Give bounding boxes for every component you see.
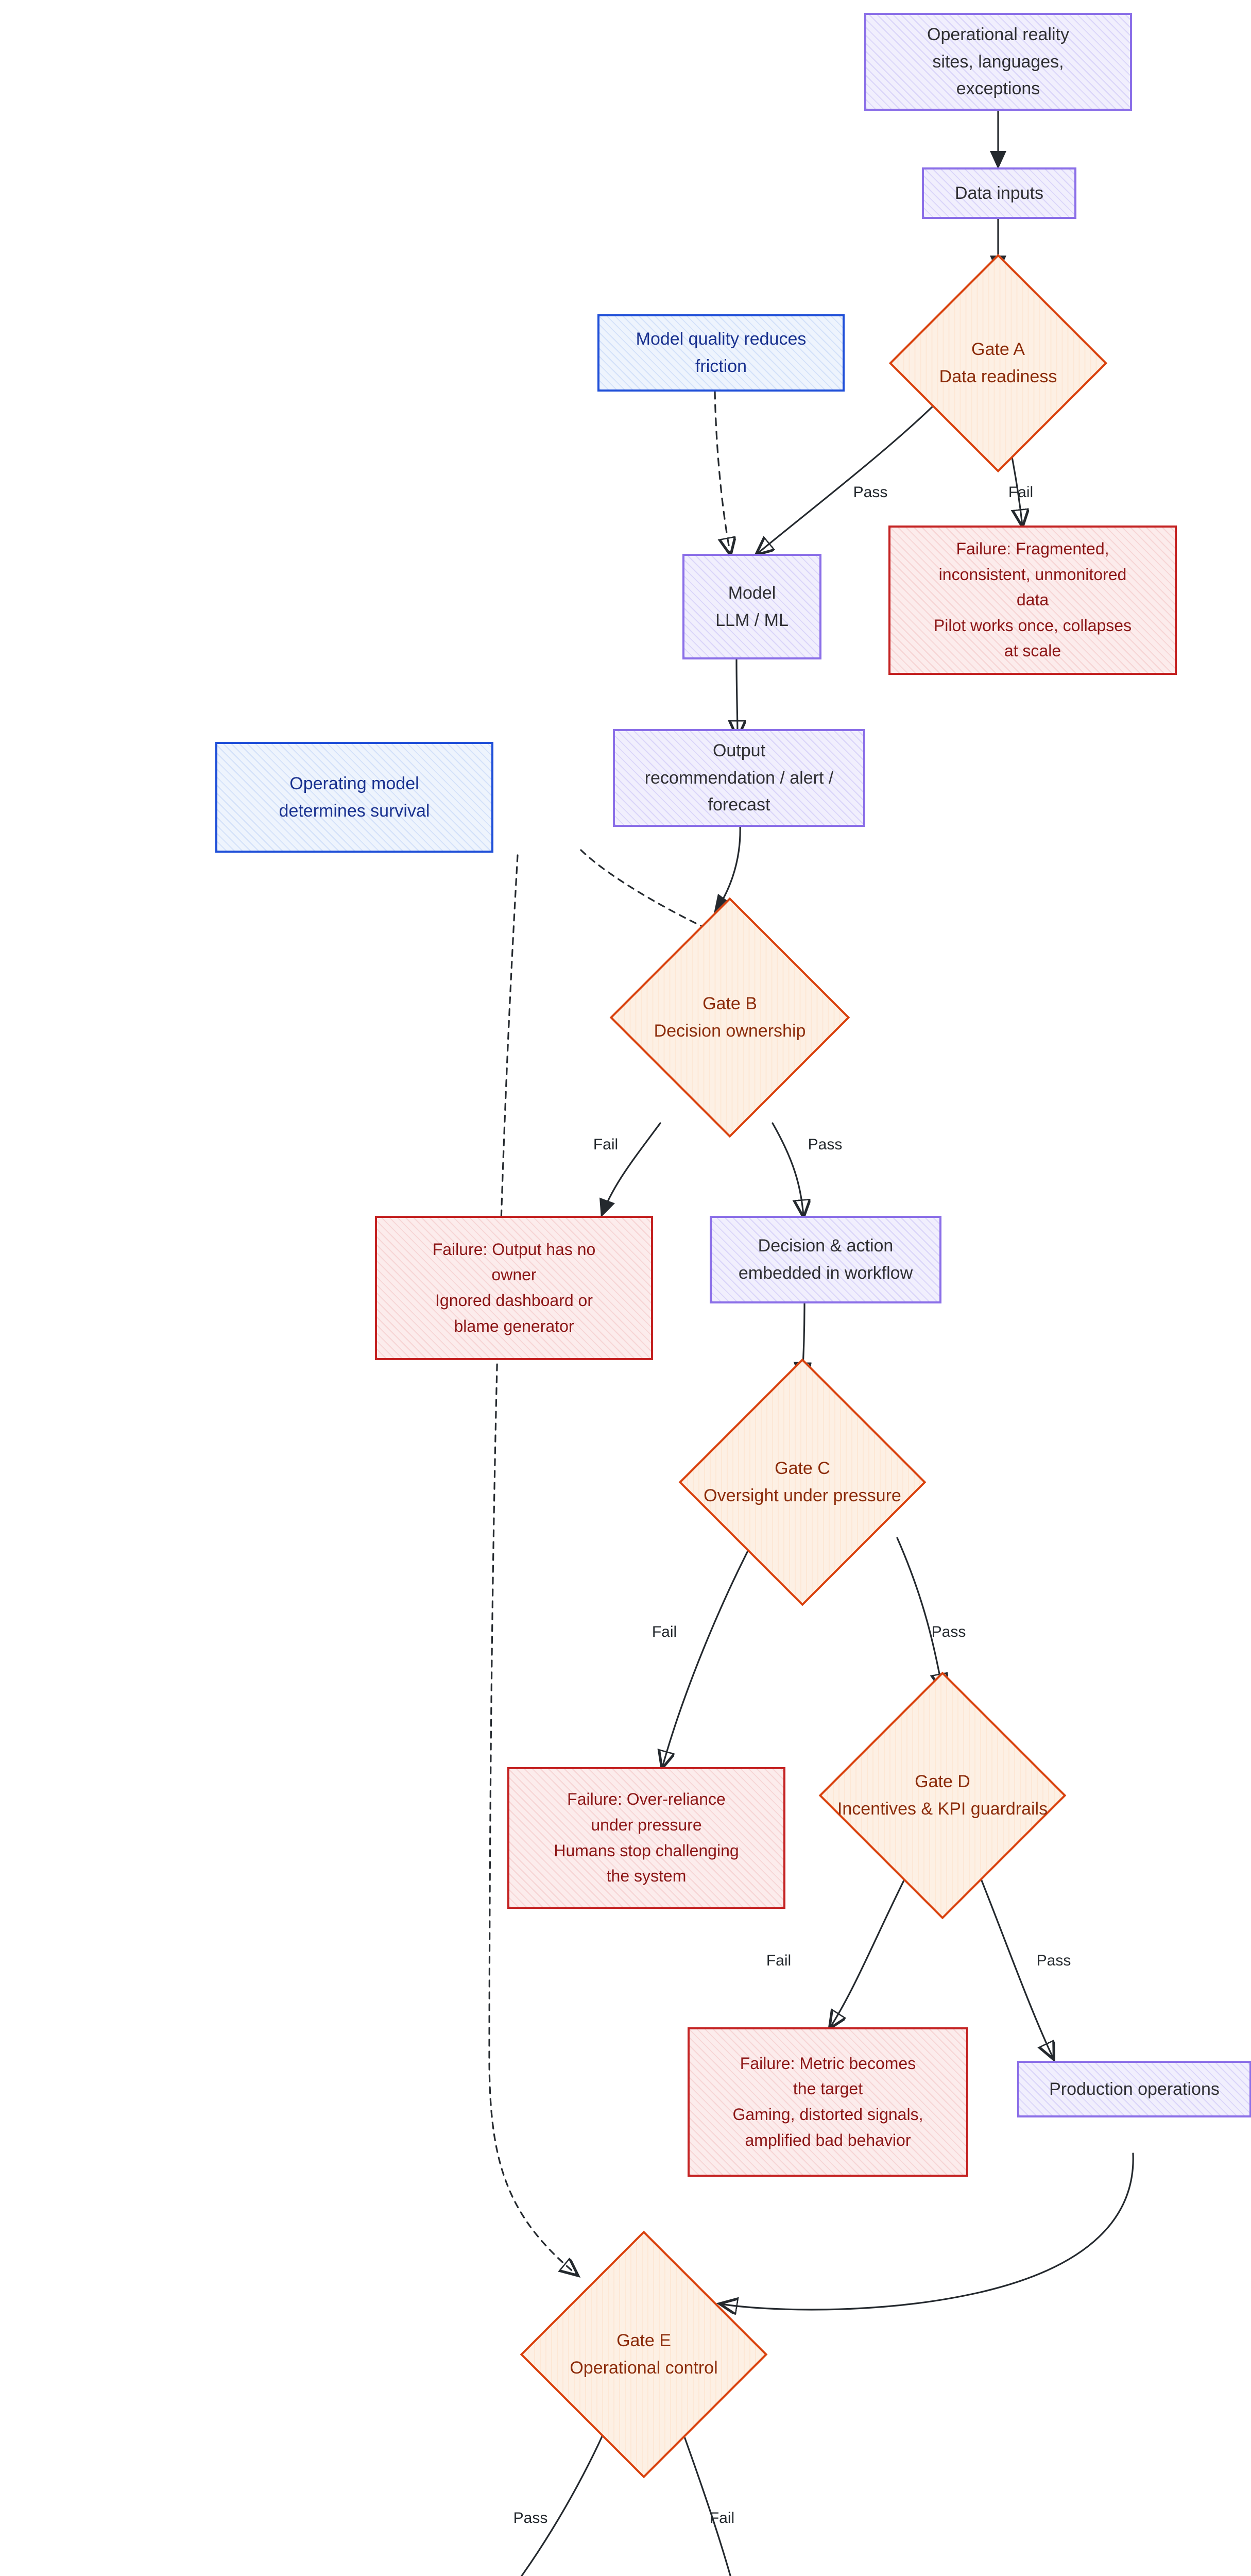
node-gate-a[interactable]: Gate A Data readiness <box>888 253 1108 473</box>
edge-label-gatee-pass: Pass <box>513 2510 548 2527</box>
node-gate-b-label: Gate B Decision ownership <box>654 994 806 1041</box>
edge-label-gatea-fail: Fail <box>1008 484 1034 501</box>
node-data-inputs-label: Data inputs <box>955 183 1043 203</box>
edge-label-gateb-fail: Fail <box>593 1136 619 1153</box>
edge-label-gatec-pass: Pass <box>931 1623 966 1640</box>
node-gate-b[interactable]: Gate B Decision ownership <box>609 897 850 1138</box>
edge-gated-fail <box>830 1874 907 2027</box>
edge-label-gated-pass: Pass <box>1036 1952 1071 1969</box>
node-gate-e-label: Gate E Operational control <box>570 2331 718 2378</box>
node-operating-model-note[interactable]: Operating model determines survival <box>215 742 493 853</box>
node-failure-d[interactable]: Failure: Metric becomes the target Gamin… <box>688 2027 968 2177</box>
edge-opmodel-to-gatee <box>488 854 577 2275</box>
node-output-label: Output recommendation / alert / forecast <box>644 740 834 815</box>
node-failure-b[interactable]: Failure: Output has no owner Ignored das… <box>375 1216 653 1360</box>
node-decision-action[interactable]: Decision & action embedded in workflow <box>710 1216 941 1303</box>
node-model-quality-note-label: Model quality reduces friction <box>636 329 807 376</box>
node-gate-d[interactable]: Gate D Incentives & KPI guardrails <box>818 1671 1067 1920</box>
node-operating-model-note-label: Operating model determines survival <box>279 773 430 821</box>
node-operational-reality[interactable]: Operational reality sites, languages, ex… <box>864 13 1132 111</box>
node-failure-b-label: Failure: Output has no owner Ignored das… <box>432 1240 596 1335</box>
edge-gateb-pass <box>772 1122 803 1216</box>
edge-label-gatee-fail: Fail <box>709 2510 735 2527</box>
node-model-label: Model LLM / ML <box>715 583 789 630</box>
node-model-quality-note[interactable]: Model quality reduces friction <box>597 314 845 392</box>
node-gate-a-label: Gate A Data readiness <box>939 340 1057 386</box>
node-gate-e[interactable]: Gate E Operational control <box>520 2230 768 2479</box>
edge-label-gateb-pass: Pass <box>808 1136 843 1153</box>
node-output[interactable]: Output recommendation / alert / forecast <box>613 729 865 827</box>
node-decision-action-label: Decision & action embedded in workflow <box>738 1236 913 1283</box>
edge-model-to-output <box>736 658 738 737</box>
node-failure-c[interactable]: Failure: Over-reliance under pressure Hu… <box>507 1767 785 1909</box>
node-gate-d-label: Gate D Incentives & KPI guardrails <box>837 1772 1048 1819</box>
edge-label-gatea-pass: Pass <box>853 484 888 501</box>
node-failure-a-label: Failure: Fragmented, inconsistent, unmon… <box>933 539 1132 660</box>
edge-label-gated-fail: Fail <box>766 1952 792 1969</box>
node-model[interactable]: Model LLM / ML <box>682 554 821 659</box>
node-failure-c-label: Failure: Over-reliance under pressure Hu… <box>554 1790 739 1886</box>
edge-gatee-pass <box>520 2423 609 2576</box>
node-production-operations-label: Production operations <box>1049 2079 1220 2099</box>
node-production-operations[interactable]: Production operations <box>1017 2061 1251 2117</box>
node-gate-c[interactable]: Gate C Oversight under pressure <box>678 1358 927 1606</box>
edge-quality-note <box>714 391 730 554</box>
node-data-inputs[interactable]: Data inputs <box>922 167 1076 219</box>
edge-gatec-fail <box>662 1537 756 1767</box>
node-operational-reality-label: Operational reality sites, languages, ex… <box>927 24 1069 99</box>
node-failure-a[interactable]: Failure: Fragmented, inconsistent, unmon… <box>888 526 1177 675</box>
node-failure-d-label: Failure: Metric becomes the target Gamin… <box>732 2054 923 2149</box>
edge-gatee-fail <box>679 2423 731 2576</box>
node-gate-c-label: Gate C Oversight under pressure <box>704 1459 901 1505</box>
edge-label-gatec-fail: Fail <box>652 1623 677 1640</box>
